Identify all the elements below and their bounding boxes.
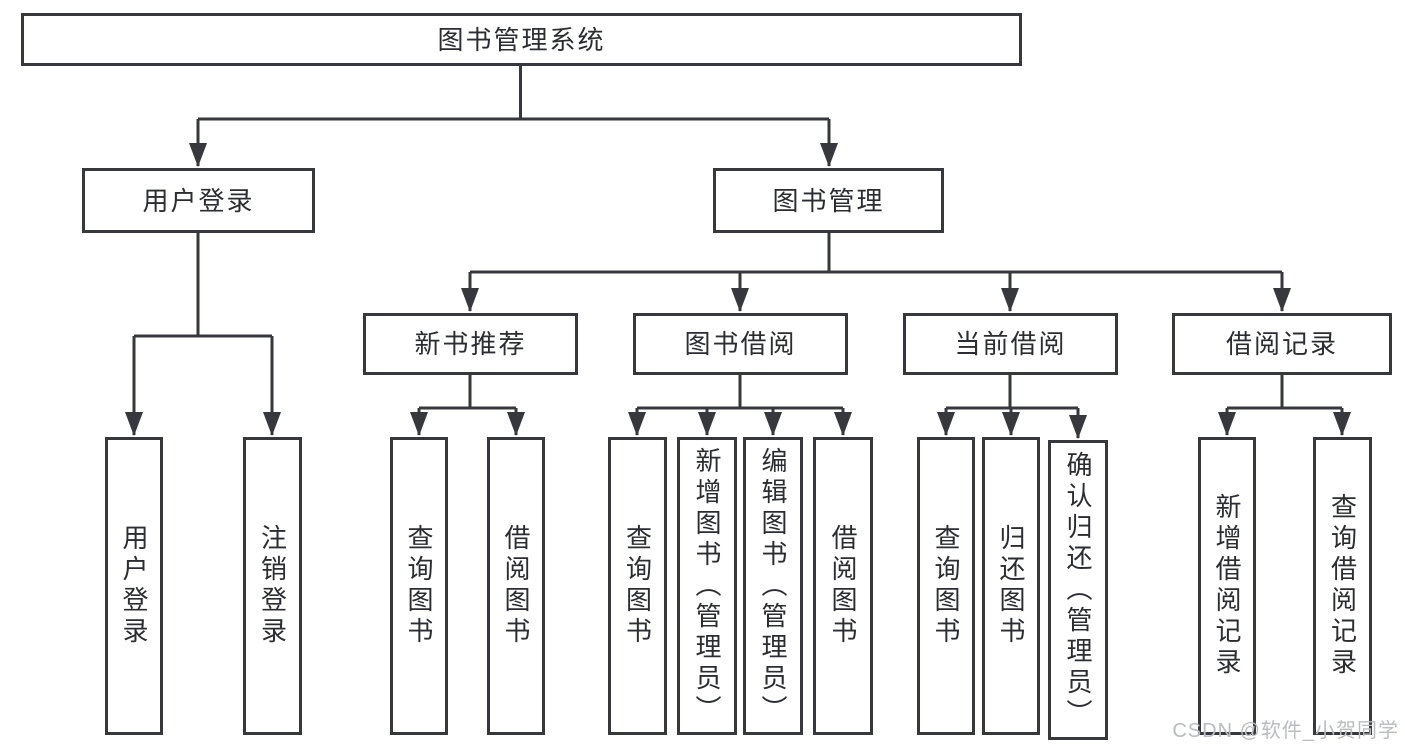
node-label: 确认归还（管理员） [1063,450,1093,730]
node-add-books-admin: 新增图书（管理员） [677,437,737,735]
node-borrowing-records: 借阅记录 [1172,313,1392,375]
node-return-books: 归还图书 [982,437,1040,735]
node-label: 注销登录 [257,524,288,648]
node-current-borrowing: 当前借阅 [903,313,1118,375]
node-library-system-root: 图书管理系统 [21,13,1022,66]
node-label: 图书管理 [772,185,885,216]
node-label: 图书管理系统 [437,24,606,55]
node-label: 查询图书 [622,524,653,648]
node-edit-books-admin: 编辑图书（管理员） [743,437,803,735]
node-label: 当前借阅 [954,329,1067,359]
node-label: 查询图书 [404,524,434,648]
node-borrow-books-recommend: 借阅图书 [487,437,545,735]
node-label: 借阅记录 [1225,329,1338,359]
node-logout-leaf: 注销登录 [243,437,302,735]
node-label: 借阅图书 [828,524,858,648]
node-label: 用户登录 [142,185,255,216]
node-query-books-borrow: 查询图书 [608,437,667,735]
node-label: 借阅图书 [501,524,531,648]
node-query-books-recommend: 查询图书 [390,437,448,735]
node-label: 图书借阅 [684,329,797,359]
node-label: 新书推荐 [414,329,527,359]
node-user-login: 用户登录 [82,168,315,233]
node-label: 归还图书 [996,524,1026,648]
node-query-borrow-record: 查询借阅记录 [1313,437,1372,735]
csdn-watermark: CSDN @软件_小贺同学 [1172,720,1399,742]
node-book-borrowing: 图书借阅 [633,313,848,375]
node-label: 新增图书（管理员） [692,446,722,726]
node-label: 编辑图书（管理员） [758,446,788,726]
node-label: 查询图书 [931,524,961,648]
node-add-borrow-record: 新增借阅记录 [1198,437,1256,735]
node-label: 用户登录 [119,524,149,648]
node-new-book-recommend: 新书推荐 [363,313,578,375]
node-book-management: 图书管理 [713,168,944,233]
node-query-books-current: 查询图书 [917,437,975,735]
node-borrow-books-leaf: 借阅图书 [813,437,873,735]
node-label: 查询借阅记录 [1327,493,1358,679]
node-label: 新增借阅记录 [1212,493,1242,679]
node-user-login-leaf: 用户登录 [105,437,163,735]
node-confirm-return-admin: 确认归还（管理员） [1048,440,1108,740]
